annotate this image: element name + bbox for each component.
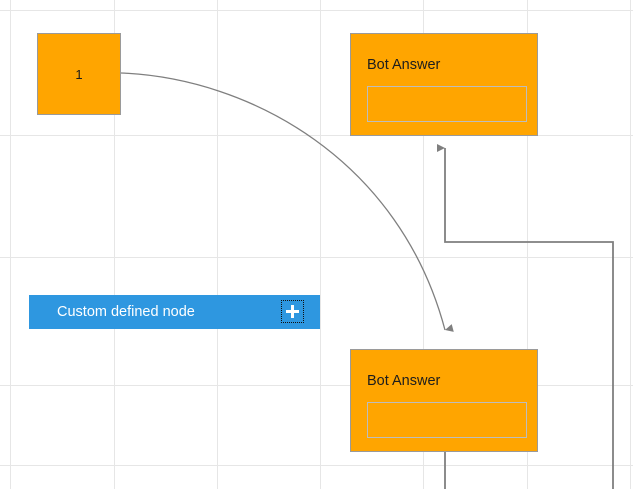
bot-answer-bottom-slot[interactable] bbox=[367, 402, 527, 438]
edge-loopback-to-bot-answer-top[interactable] bbox=[437, 144, 614, 489]
bot-answer-node-top[interactable]: Bot Answer bbox=[350, 33, 538, 136]
bot-answer-top-slot[interactable] bbox=[367, 86, 527, 122]
plus-icon-vertical-bar bbox=[291, 305, 294, 318]
plus-icon[interactable] bbox=[281, 300, 304, 323]
start-node-label: 1 bbox=[75, 66, 83, 82]
bot-answer-top-title: Bot Answer bbox=[367, 57, 441, 73]
bot-answer-node-bottom[interactable]: Bot Answer bbox=[350, 349, 538, 452]
custom-defined-node-bar[interactable]: Custom defined node bbox=[29, 295, 320, 329]
edge-start-to-bot-answer-bottom[interactable] bbox=[120, 72, 454, 332]
start-node[interactable]: 1 bbox=[37, 33, 121, 115]
custom-defined-node-label: Custom defined node bbox=[57, 303, 195, 320]
bot-answer-bottom-title: Bot Answer bbox=[367, 373, 441, 389]
